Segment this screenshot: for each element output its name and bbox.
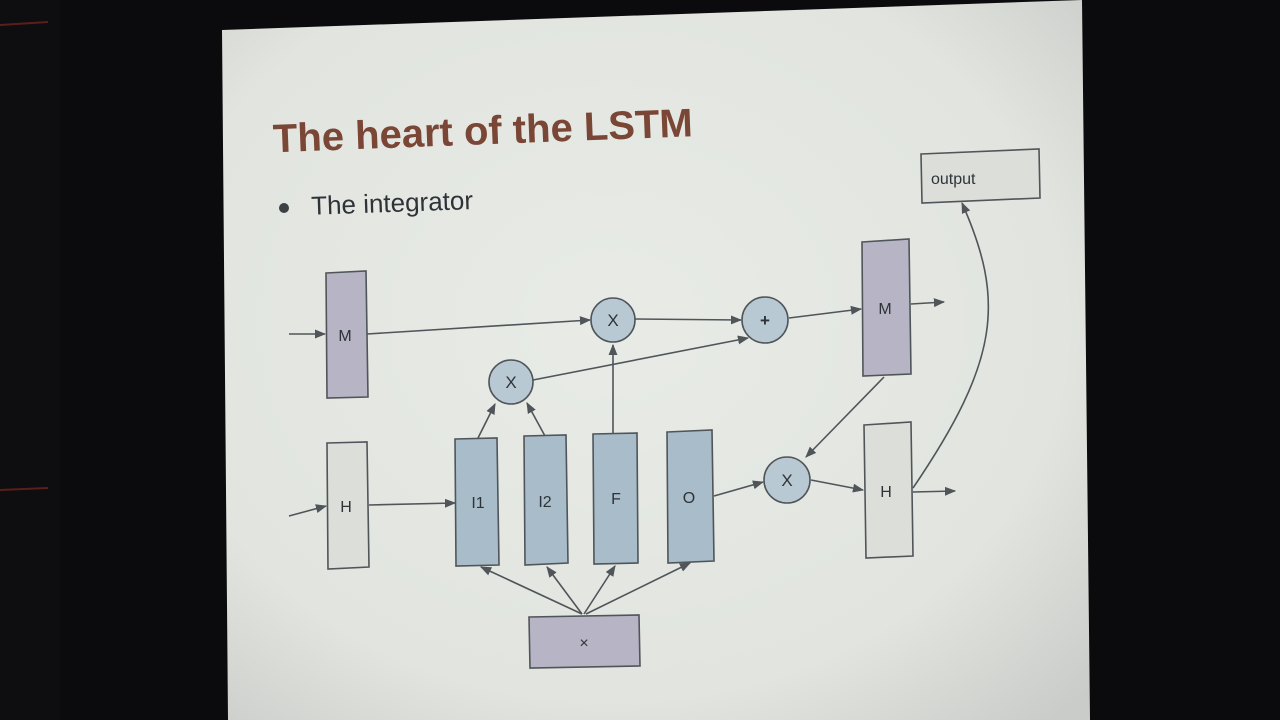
edge-h-to-i1 — [368, 498, 457, 508]
m-output-box — [861, 238, 912, 377]
m-output-label: M — [878, 301, 891, 318]
left-wall-panel — [0, 0, 60, 720]
h-input-label: H — [340, 499, 352, 516]
h-input-box — [326, 441, 370, 570]
add-label: + — [760, 311, 770, 330]
input-multiply-label: X — [505, 373, 516, 392]
o-label: O — [683, 490, 695, 507]
i2-gate-box — [523, 434, 569, 566]
x-input-label: × — [579, 635, 588, 652]
edge-o-to-output-mult — [713, 480, 765, 497]
bullet-text: The integrator — [311, 185, 474, 221]
i1-label: I1 — [471, 495, 484, 512]
edge-add-to-m-out — [788, 305, 863, 319]
edge-m-out-exit — [910, 298, 946, 308]
output-label: output — [931, 171, 976, 188]
m-input-label: M — [338, 328, 351, 345]
edge-x-to-i2 — [546, 566, 583, 615]
output-box — [920, 148, 1041, 204]
o-gate-box — [666, 429, 715, 564]
f-gate-box — [592, 432, 639, 565]
edge-i1-to-input-mult — [477, 402, 496, 439]
add-op — [741, 296, 789, 344]
i1-gate-box — [454, 437, 500, 567]
edge-m-to-forget-mult — [366, 316, 592, 335]
edge-h-out-exit — [912, 486, 957, 496]
edge-i2-to-input-mult — [526, 402, 546, 437]
output-multiply-label: X — [781, 471, 792, 490]
forget-multiply-op — [590, 297, 636, 343]
edge-h-in-entry — [288, 504, 328, 517]
output-multiply-op — [763, 456, 811, 504]
connectors — [288, 201, 990, 615]
edge-input-mult-to-add — [532, 335, 750, 381]
edge-forget-mult-to-add — [634, 315, 743, 325]
edge-h-out-to-output — [912, 201, 990, 489]
wall-light-strip-2 — [0, 487, 49, 491]
edge-x-to-o — [585, 562, 692, 615]
m-input-box — [325, 270, 369, 399]
forget-multiply-label: X — [607, 311, 618, 330]
wall-light-strip — [0, 21, 49, 26]
edge-output-mult-to-h-out — [810, 479, 865, 493]
input-multiply-op — [488, 359, 534, 405]
f-label: F — [611, 491, 621, 508]
h-output-label: H — [880, 484, 892, 501]
i2-label: I2 — [538, 494, 551, 511]
x-input-box — [528, 614, 641, 669]
h-output-box — [863, 421, 914, 559]
edge-x-to-i1 — [479, 566, 583, 615]
edge-x-to-f — [583, 565, 616, 615]
edge-m-out-to-output-mult — [805, 376, 885, 458]
bullet-dot — [279, 203, 289, 213]
